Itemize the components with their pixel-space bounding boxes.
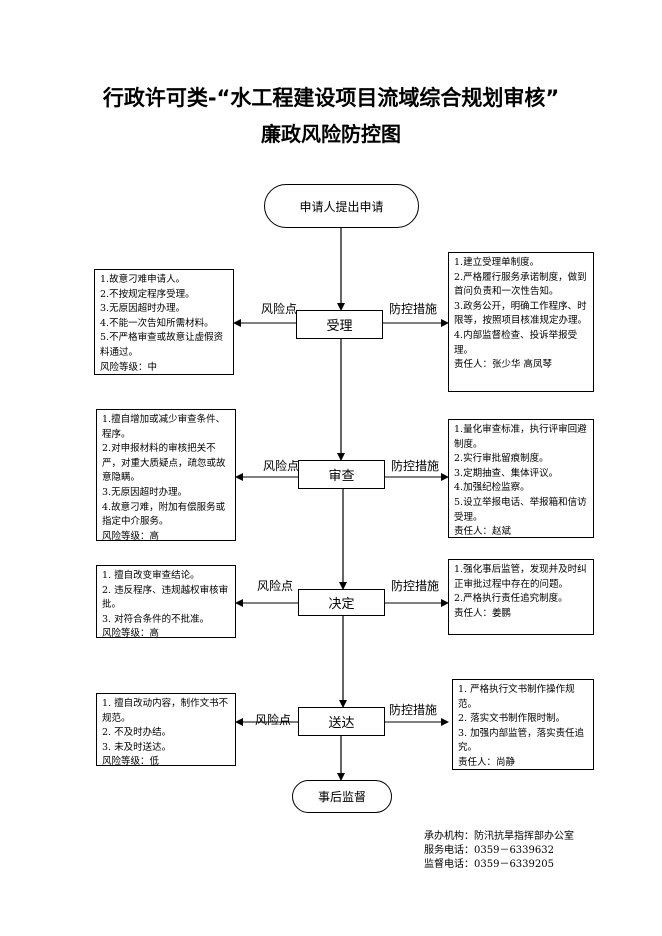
step-node-deliver: 送达 (298, 707, 385, 736)
step-node-decide: 决定 (298, 589, 385, 616)
risk-label: 风险点 (255, 713, 292, 727)
control-label: 防控措施 (391, 459, 440, 473)
page-subtitle: 廉政风险防控图 (261, 122, 401, 146)
footer-info: 承办机构：防汛抗旱指挥部办公室 服务电话：0359－6339632 监督电话：0… (424, 830, 574, 872)
end-node: 事后监督 (292, 780, 392, 813)
risk-label: 风险点 (261, 302, 298, 316)
control-box: 1.强化事后监管，发现并及时纠正审批过程中存在的问题。 2.严格执行责任追究制度… (448, 559, 594, 635)
step-node-accept: 受理 (296, 310, 383, 339)
control-box: 1.量化审查标准，执行评审回避制度。 2.实行审批留痕制度。 3.定期抽查、集体… (448, 419, 594, 538)
risk-label: 风险点 (263, 459, 300, 473)
page-title: 行政许可类-“水工程建设项目流域综合规划审核” (102, 86, 560, 110)
step-node-review: 审查 (298, 460, 385, 489)
control-box: 1.建立受理单制度。 2.严格履行服务承诺制度，做到首问负责和一次性告知。 3.… (448, 252, 594, 392)
risk-box: 1.故意刁难申请人。 2.不按规定程序受理。 3.无原因超时办理。 4.不能一次… (94, 269, 234, 375)
control-label: 防控措施 (391, 579, 440, 593)
risk-box: 1.擅自增加或减少审查条件、程序。 2.对申报材料的审核把关不严，对重大质疑点，… (96, 409, 236, 542)
control-label: 防控措施 (389, 302, 438, 316)
footer-service-phone: 服务电话：0359－6339632 (424, 845, 554, 856)
risk-box: 1. 擅自改动内容，制作文书不规范。 2. 不及时办结。 3. 未及时送达。 风… (96, 693, 236, 767)
footer-org: 承办机构：防汛抗旱指挥部办公室 (424, 831, 574, 842)
control-box: 1. 严格执行文书制作操作规范。 2. 落实文书制作限时制。 3. 加强内部监管… (452, 679, 594, 770)
risk-label: 风险点 (257, 579, 294, 593)
start-node: 申请人提出申请 (264, 184, 419, 228)
footer-supervise-phone: 监督电话：0359－6339205 (424, 859, 554, 870)
risk-box: 1. 擅自改变审查结论。 2. 违反程序、违规越权审核审批。 3. 对符合条件的… (96, 565, 236, 639)
control-label: 防控措施 (389, 703, 438, 717)
